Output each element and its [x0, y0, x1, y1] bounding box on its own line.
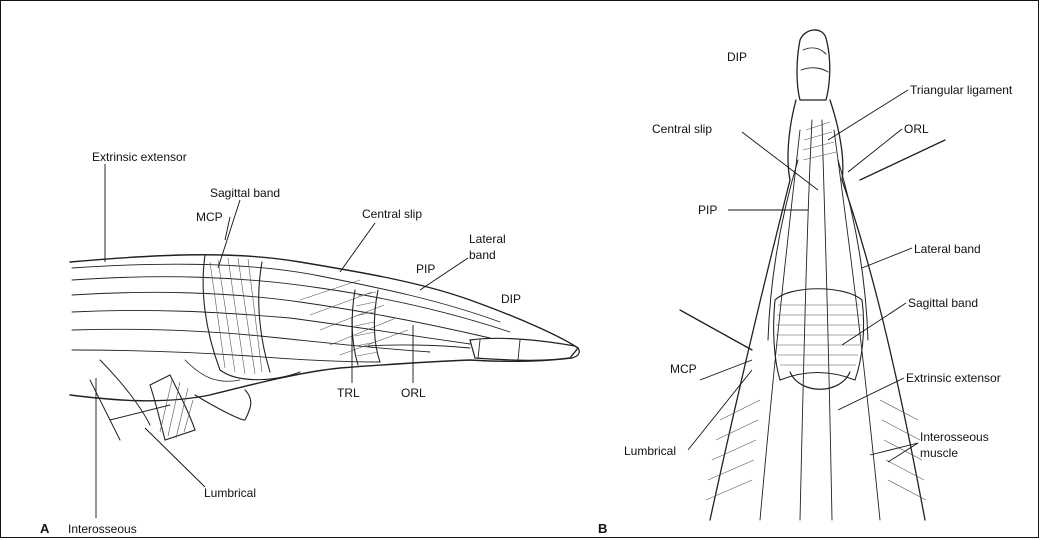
label-b-interosseous-2: muscle — [920, 446, 958, 460]
label-a-central-slip: Central slip — [362, 207, 422, 221]
label-b-interosseous-1: Interosseous — [920, 430, 989, 444]
label-b-orl: ORL — [904, 122, 929, 136]
label-a-orl: ORL — [401, 386, 426, 400]
label-b-lateral-band: Lateral band — [914, 242, 981, 256]
label-b-dip: DIP — [727, 50, 747, 64]
label-b-mcp: MCP — [670, 362, 697, 376]
label-a-sagittal-band: Sagittal band — [210, 186, 280, 200]
label-a-interosseous: Interosseous — [68, 522, 137, 536]
label-b-triangular-ligament: Triangular ligament — [910, 83, 1013, 97]
label-b-sagittal-band: Sagittal band — [908, 296, 978, 310]
label-b-lumbrical: Lumbrical — [624, 444, 676, 458]
label-a-pip: PIP — [416, 262, 435, 276]
panel-a-letter: A — [40, 521, 50, 536]
label-a-lateral-band-2: band — [469, 248, 496, 262]
label-a-extrinsic-extensor: Extrinsic extensor — [92, 150, 187, 164]
label-b-extrinsic-extensor: Extrinsic extensor — [906, 371, 1001, 385]
label-a-trl: TRL — [337, 386, 360, 400]
label-a-lateral-band-1: Lateral — [469, 232, 506, 246]
label-b-pip: PIP — [698, 203, 717, 217]
panel-a-illustration — [70, 255, 579, 440]
label-a-mcp: MCP — [196, 210, 223, 224]
label-b-central-slip: Central slip — [652, 122, 712, 136]
panel-b-letter: B — [598, 521, 607, 536]
label-a-lumbrical: Lumbrical — [204, 486, 256, 500]
label-a-dip: DIP — [501, 292, 521, 306]
